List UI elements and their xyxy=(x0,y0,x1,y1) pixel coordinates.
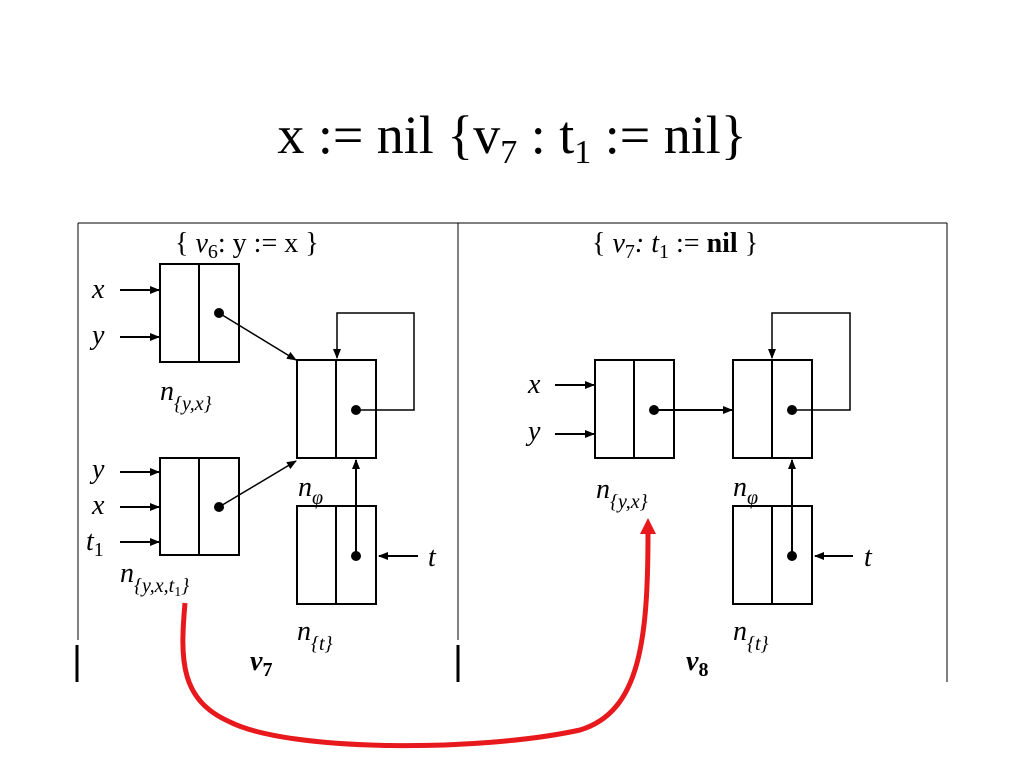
node-label-yxt1: n{y,x,t1} xyxy=(120,558,189,600)
var-label-y: y xyxy=(89,320,105,351)
node-bottom-yxt1 xyxy=(159,457,240,556)
title-suffix: := nil} xyxy=(591,105,747,165)
edge-top-to-phi xyxy=(218,312,297,361)
node-label-phi: nφ xyxy=(298,472,323,509)
right-panel: { v7: t1 := nil } x y n{y,x} nφ xyxy=(525,228,873,681)
title-prefix: x := nil {v xyxy=(277,105,501,165)
state-label-v7: v7 xyxy=(250,646,272,681)
node-top-yx xyxy=(159,263,240,363)
right-header: { v7: t1 := nil } xyxy=(592,228,758,263)
state-label-v8: v8 xyxy=(686,646,708,681)
var-label-y-right: y xyxy=(525,416,541,447)
left-header: { v6: y := x } xyxy=(175,228,319,263)
node-label-t-right: n{t} xyxy=(733,616,769,655)
node-t xyxy=(296,505,377,605)
title-sub2: 1 xyxy=(574,134,592,171)
var-label-x: x xyxy=(91,274,105,305)
node-label-yx-right: n{y,x} xyxy=(596,474,648,513)
slide-title: x := nil {v7 : t1 := nil} xyxy=(0,100,1024,188)
var-label-x2: x xyxy=(91,490,105,521)
var-label-t1: t1 xyxy=(86,526,104,561)
var-label-t-right: t xyxy=(864,542,873,573)
edge-phi-self-loop-right xyxy=(768,312,851,411)
title-sub1: 7 xyxy=(500,134,518,171)
title-middle: : t xyxy=(517,105,575,165)
node-label-t: n{t} xyxy=(297,616,333,655)
var-label-t: t xyxy=(428,542,437,573)
panel-frame xyxy=(75,222,948,682)
node-phi-right xyxy=(732,359,813,459)
node-phi xyxy=(296,359,377,459)
node-label-yx: n{y,x} xyxy=(160,376,212,415)
left-panel: { v6: y := x } x y n{y,x} y x t1 xyxy=(86,228,437,681)
var-label-y2: y xyxy=(89,454,105,485)
node-t-right xyxy=(732,505,813,605)
node-label-phi-right: nφ xyxy=(733,472,758,509)
edge-phi-self-loop xyxy=(333,312,415,411)
transition-arrow xyxy=(180,518,656,749)
edge-bottom-to-phi xyxy=(218,460,297,508)
var-label-x-right: x xyxy=(527,369,541,400)
